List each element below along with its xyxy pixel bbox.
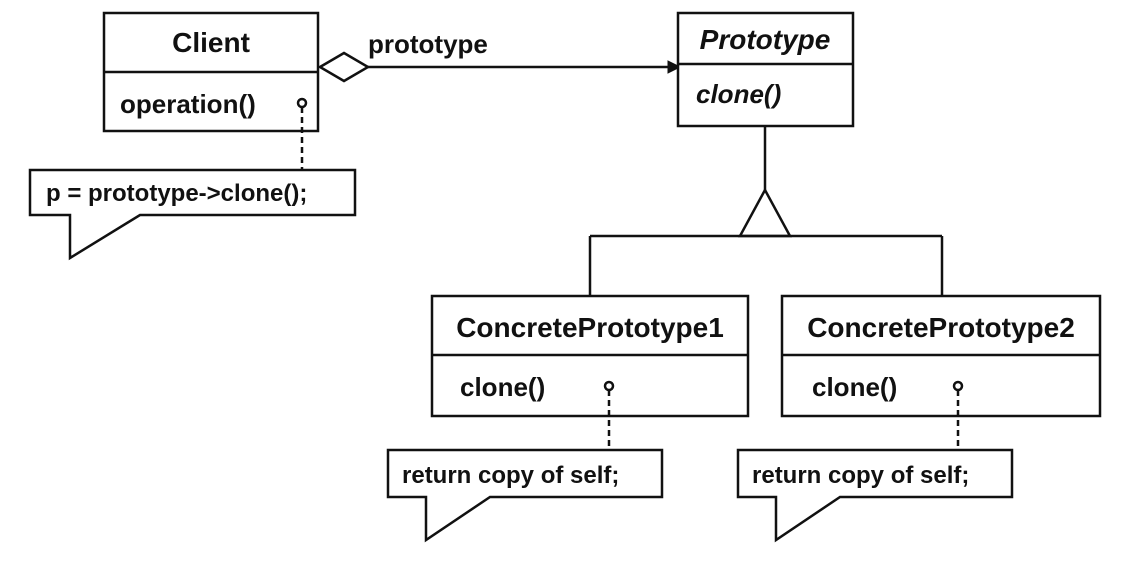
association-role-label: prototype: [368, 29, 488, 59]
client-note-text: p = prototype->clone();: [46, 180, 307, 207]
concrete-prototype1-name: ConcretePrototype1: [456, 312, 724, 343]
client-note-callout: [28, 168, 357, 261]
concrete-prototype2-note-callout: [736, 448, 1014, 543]
association-arrowhead-icon: [667, 60, 682, 74]
concrete-prototype1-note-callout: [386, 448, 664, 543]
concrete-prototype2-note-anchor: [952, 380, 964, 392]
client-operation-note-anchor: [296, 97, 308, 109]
client-class: Client operation(): [102, 11, 320, 133]
concrete-prototype1-operation: clone(): [460, 372, 545, 402]
prototype-class-name: Prototype: [700, 24, 831, 55]
concrete-prototype2-class: ConcretePrototype2 clone(): [780, 294, 1102, 418]
client-note: p = prototype->clone();: [28, 107, 357, 261]
concrete-prototype2-note-text: return copy of self;: [752, 462, 969, 489]
aggregation-diamond-icon: [317, 51, 371, 83]
prototype-class: Prototype clone(): [676, 11, 855, 128]
concrete-prototype1-note: return copy of self;: [386, 390, 664, 543]
client-class-name: Client: [172, 27, 250, 58]
concrete-prototype1-class: ConcretePrototype1 clone(): [430, 294, 750, 418]
prototype-operation: clone(): [696, 79, 781, 109]
prototype-class-box: [676, 11, 855, 128]
generalization-triangle-icon: [737, 187, 793, 238]
client-operation: operation(): [120, 89, 256, 119]
concrete-prototype1-note-anchor: [603, 380, 615, 392]
generalization: [588, 126, 944, 296]
concrete-prototype2-name: ConcretePrototype2: [807, 312, 1075, 343]
concrete-prototype2-note: return copy of self;: [736, 390, 1014, 543]
client-prototype-association: prototype: [317, 29, 682, 83]
concrete-prototype2-operation: clone(): [812, 372, 897, 402]
concrete-prototype1-note-text: return copy of self;: [402, 462, 619, 489]
